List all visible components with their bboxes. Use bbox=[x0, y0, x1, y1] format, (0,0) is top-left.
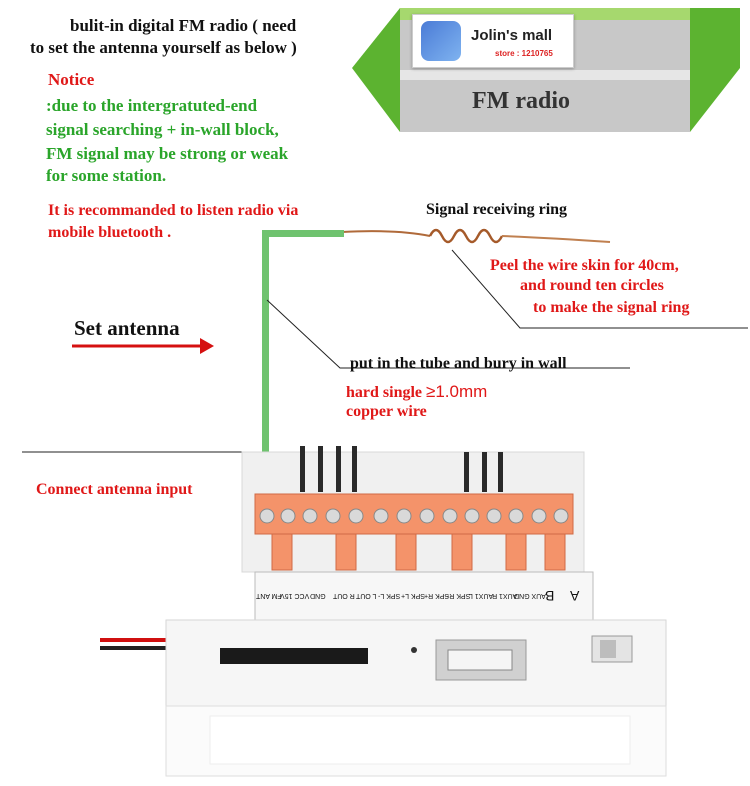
wire-gauge: ≥1.0mm bbox=[426, 382, 488, 401]
copper-wire-label: copper wire bbox=[346, 403, 427, 420]
terminal-label: AUX GND bbox=[514, 592, 546, 599]
store-id: store : 1210765 bbox=[495, 49, 553, 58]
notice-line-4: for some station. bbox=[46, 166, 167, 185]
terminal-label: SPK R- bbox=[447, 592, 471, 599]
terminal-label: B bbox=[545, 588, 555, 604]
tube-label: put in the tube and bury in wall bbox=[350, 355, 567, 372]
antenna-wire-top bbox=[262, 230, 344, 237]
terminal-label: VCC 15V bbox=[280, 592, 310, 599]
terminal-label: SPK R+ bbox=[424, 592, 450, 599]
terminal-label: SPK L- bbox=[378, 592, 401, 599]
antenna-wire-vertical bbox=[262, 230, 269, 520]
notice-heading: Notice bbox=[48, 70, 95, 89]
notice-line-1: :due to the intergratuted-end bbox=[46, 96, 258, 115]
terminal-label: A bbox=[570, 588, 580, 604]
set-antenna-label: Set antenna bbox=[74, 316, 180, 340]
hard-wire-text: hard single bbox=[346, 384, 423, 401]
terminal-label: SPK L+ bbox=[401, 592, 425, 599]
terminal-label: GND bbox=[310, 592, 326, 599]
terminal-label: L OUT bbox=[356, 592, 377, 599]
store-name: Jolin's mall bbox=[471, 27, 553, 44]
terminal-label: AUX1 L bbox=[469, 592, 494, 599]
notice-line-3: FM signal may be strong or weak bbox=[46, 144, 289, 163]
hard-wire-label: hard single ≥1.0mm bbox=[346, 380, 487, 404]
header-line-1: bulit-in digital FM radio ( need bbox=[70, 16, 297, 35]
radio-icon bbox=[421, 21, 461, 61]
terminal-label: R OUT bbox=[333, 592, 355, 599]
store-logo: Jolin's mall store : 1210765 bbox=[412, 14, 574, 68]
peel-line-3: to make the signal ring bbox=[533, 299, 690, 316]
signal-ring-wire bbox=[341, 228, 611, 244]
signal-ring-label: Signal receiving ring bbox=[426, 201, 568, 218]
connect-antenna-label: Connect antenna input bbox=[36, 481, 193, 498]
notice-line-2: signal searching + in-wall block, bbox=[46, 120, 279, 139]
peel-line-2: and round ten circles bbox=[520, 277, 664, 294]
audio-module bbox=[100, 446, 667, 777]
terminal-label: FM ANT bbox=[256, 592, 282, 599]
peel-line-1: Peel the wire skin for 40cm, bbox=[490, 257, 679, 274]
header-line-2: to set the antenna yourself as below ) bbox=[30, 38, 297, 57]
banner-title: FM radio bbox=[472, 88, 570, 114]
set-antenna-arrow bbox=[72, 338, 214, 354]
recommend-line-1: It is recommanded to listen radio via bbox=[48, 202, 299, 219]
recommend-line-2: mobile bluetooth . bbox=[48, 224, 172, 241]
